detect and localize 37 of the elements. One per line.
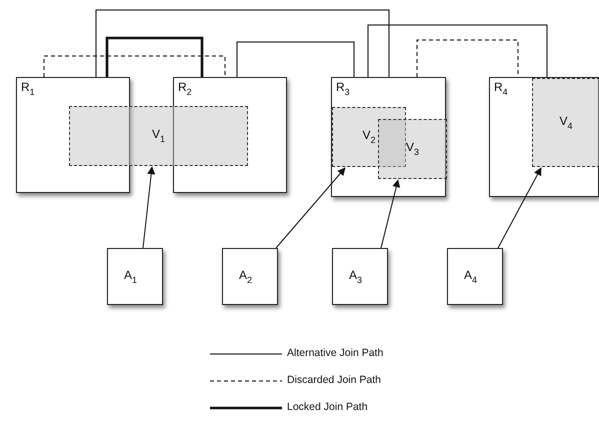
node-label: R$_{1}$	[21, 81, 35, 97]
join-path-line	[368, 24, 548, 78]
node-label: V$_{3}$	[406, 141, 420, 157]
attribute-box	[332, 248, 388, 305]
join-path-line	[106, 36, 204, 77]
node-label: R$_{4}$	[494, 81, 508, 97]
relation-box	[173, 77, 287, 193]
relation-box	[489, 77, 599, 197]
arrow	[276, 167, 346, 248]
join-path-line	[236, 42, 354, 78]
node-label: A$_{4}$	[464, 269, 478, 285]
relation-box	[16, 77, 130, 193]
attribute-box	[447, 248, 503, 305]
legend-label: Discarded Join Path	[287, 375, 381, 386]
node-label: R$_{2}$	[178, 81, 192, 97]
join-path-line	[96, 10, 390, 78]
relation-box	[331, 77, 446, 197]
view-region	[378, 119, 447, 179]
view-region	[332, 107, 406, 167]
arrow	[142, 166, 156, 248]
node-label: V$_{2}$	[362, 129, 376, 145]
node-label: A$_{2}$	[239, 269, 252, 285]
node-label: A$_{1}$	[124, 269, 138, 285]
view-region	[532, 78, 599, 167]
node-label: V$_{1}$	[152, 128, 166, 144]
join-path-line	[416, 40, 518, 78]
legend-label: Locked Join Path	[287, 402, 368, 412]
node-label: R$_{3}$	[336, 81, 350, 97]
attribute-box	[107, 248, 163, 305]
arrow	[380, 179, 400, 248]
attribute-box	[222, 248, 278, 305]
node-label: A$_{3}$	[349, 269, 362, 285]
arrow	[498, 167, 542, 248]
legend-label: Alternative Join Path	[287, 348, 384, 358]
node-label: V$_{4}$	[559, 114, 573, 130]
view-region	[69, 106, 248, 166]
join-path-line	[44, 56, 226, 78]
